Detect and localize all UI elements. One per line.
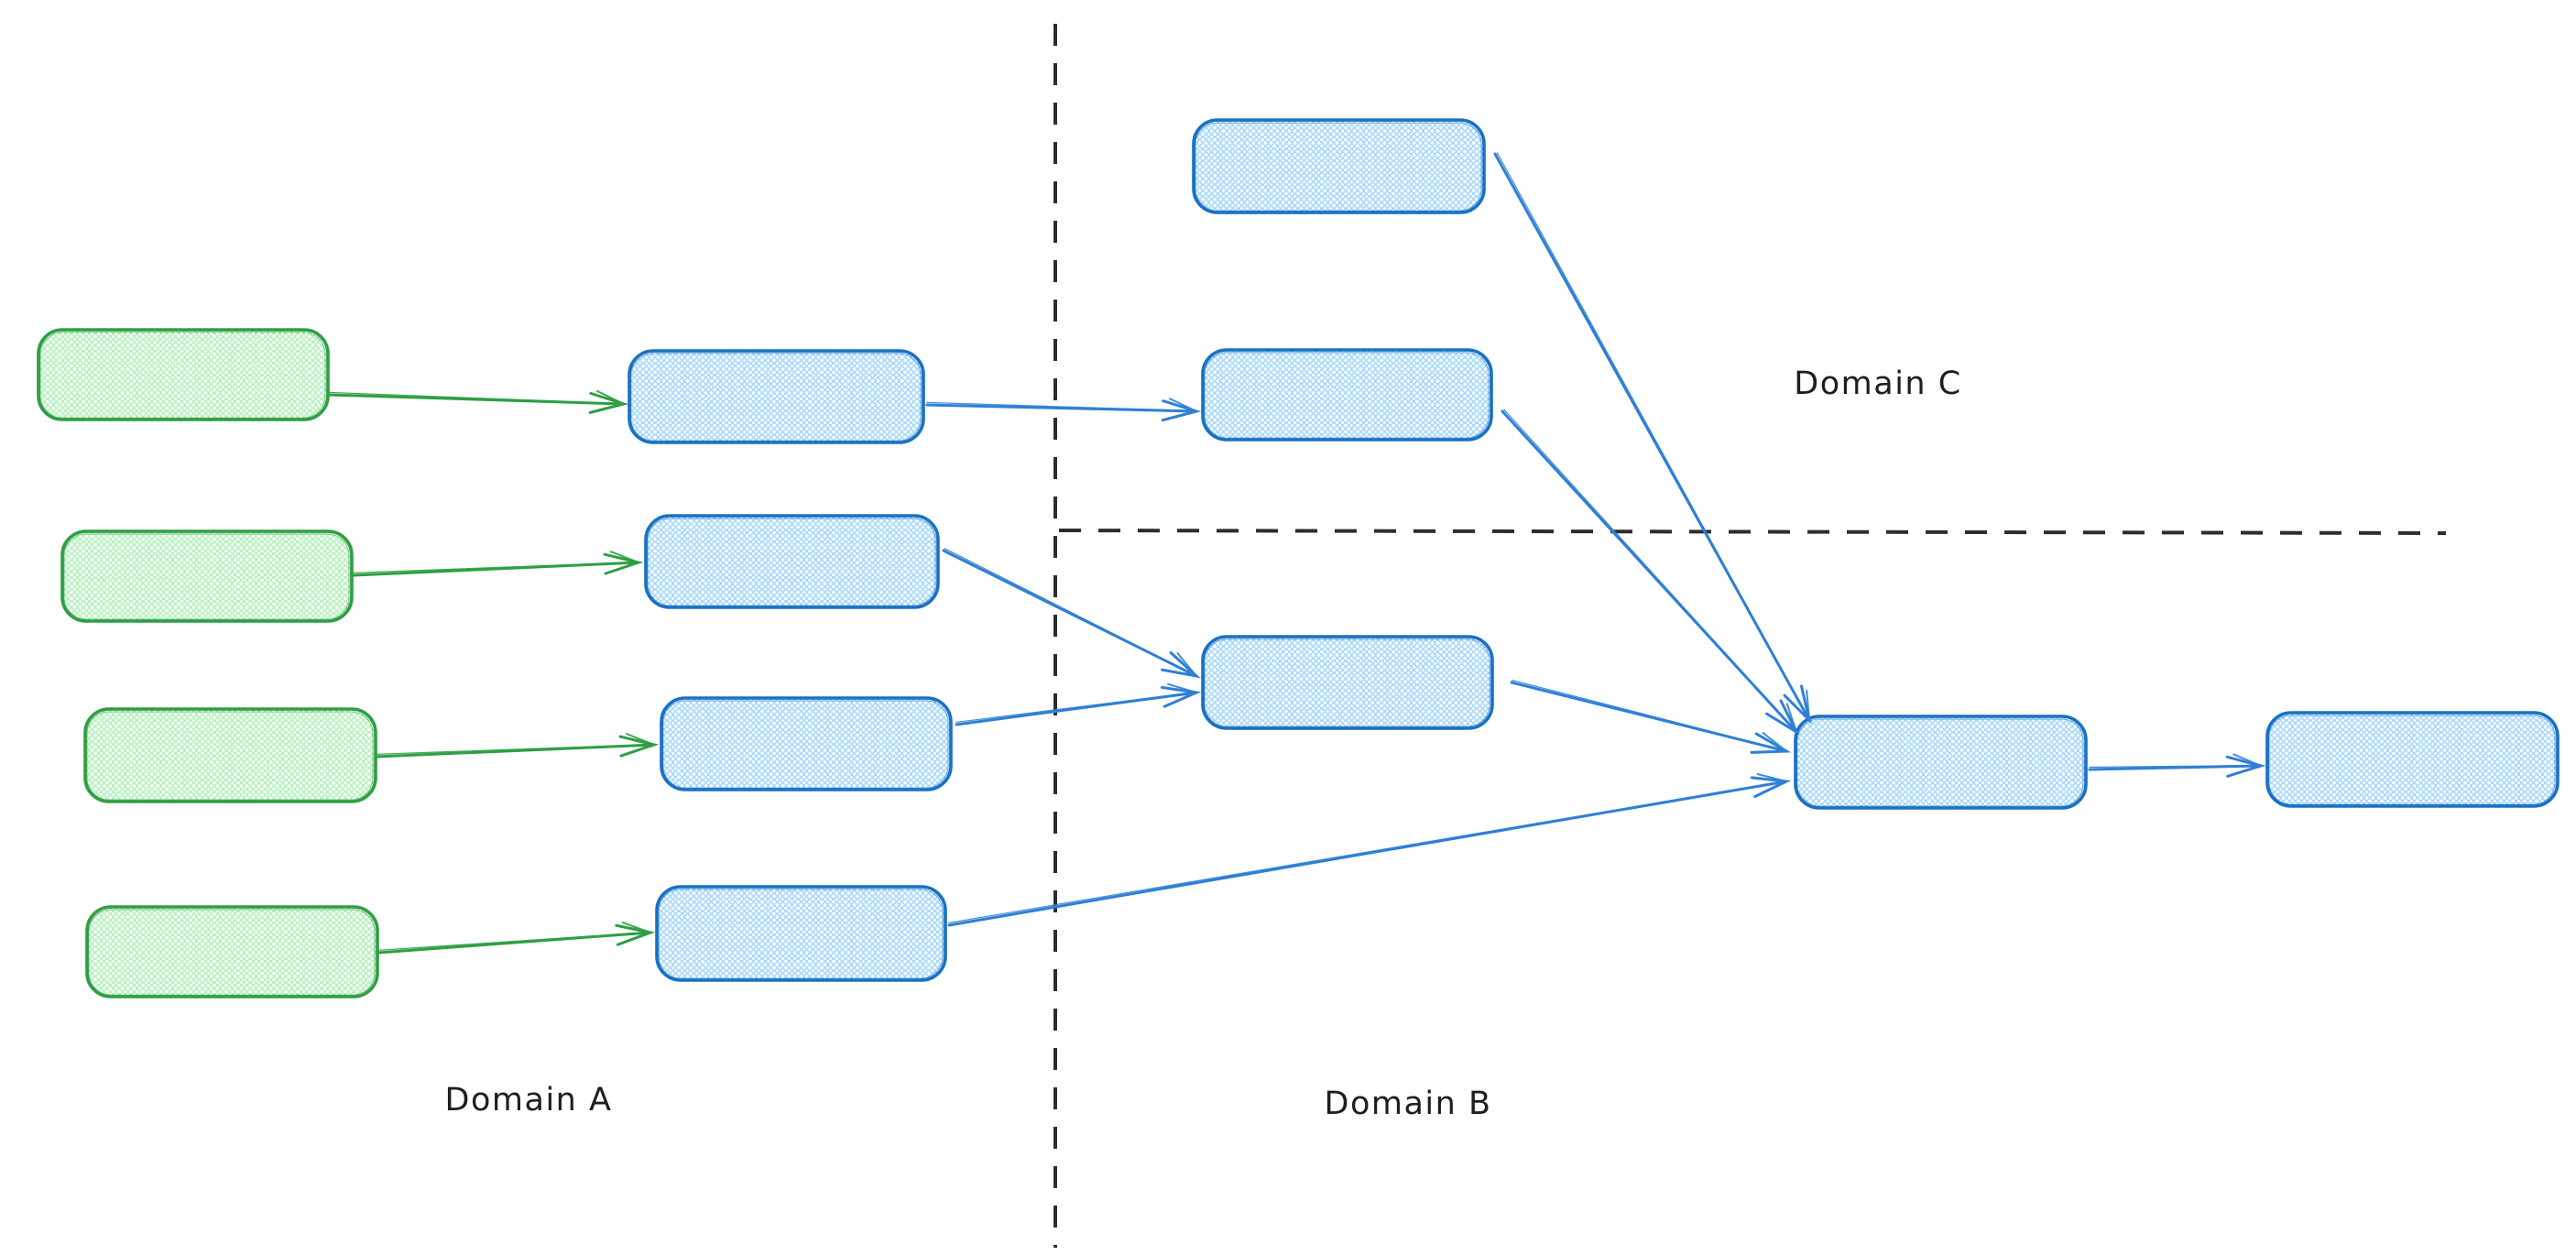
node-source-a3[interactable] <box>83 707 377 803</box>
node-output[interactable] <box>2265 711 2560 808</box>
arrow-domain-c-input-to-aggregator[interactable] <box>1493 152 1812 725</box>
node-sketch-outline <box>1204 638 1490 727</box>
arrow-process-a2-to-stage-b2[interactable] <box>942 548 1201 679</box>
node-sketch-outline <box>662 700 949 789</box>
node-sketch-outline <box>86 711 374 801</box>
arrow-process-a4-to-aggregator[interactable] <box>947 773 1792 927</box>
node-sketch-outline <box>1796 718 2084 807</box>
arrow-source-a4-to-process-a4[interactable] <box>377 922 656 955</box>
node-sketch-outline <box>630 353 922 442</box>
arrow-source-a2-to-process-a2[interactable] <box>352 551 644 577</box>
node-process-a1[interactable] <box>628 349 925 444</box>
node-sketch-outline <box>1195 122 1482 212</box>
node-sketch-outline <box>63 533 350 620</box>
arrow-source-a3-to-process-a3[interactable] <box>375 733 660 758</box>
arrow-process-a3-to-stage-b2[interactable] <box>955 682 1202 726</box>
node-sketch-outline <box>658 889 944 979</box>
node-process-a4[interactable] <box>655 885 947 982</box>
node-sketch-outline <box>1204 352 1490 439</box>
node-stage-b1[interactable] <box>1201 348 1493 442</box>
arrow-process-a1-to-stage-b1[interactable] <box>925 398 1202 422</box>
node-aggregator[interactable] <box>1794 715 2088 810</box>
node-sketch-outline <box>647 518 936 606</box>
node-sketch-outline <box>88 909 376 996</box>
node-process-a2[interactable] <box>644 514 940 609</box>
arrow-stage-b2-to-aggregator[interactable] <box>1510 679 1792 754</box>
node-process-a3[interactable] <box>660 696 953 791</box>
divider-horizontal-c-b[interactable] <box>1058 529 2447 535</box>
node-source-a1[interactable] <box>37 328 330 421</box>
arrow-aggregator-to-output[interactable] <box>2088 753 2266 778</box>
arrow-stage-b1-to-aggregator[interactable] <box>1501 409 1800 737</box>
arrow-source-a1-to-process-a1[interactable] <box>327 389 629 414</box>
node-sketch-outline <box>2268 715 2556 805</box>
node-source-a2[interactable] <box>60 529 354 623</box>
domain-c-label[interactable]: Domain C <box>1794 366 1962 402</box>
domain-a-label[interactable]: Domain A <box>444 1082 613 1119</box>
domain-b-label[interactable]: Domain B <box>1324 1086 1492 1122</box>
node-sketch-outline <box>39 332 326 419</box>
node-source-a4[interactable] <box>85 905 379 999</box>
node-stage-b2[interactable] <box>1201 635 1494 730</box>
node-domain-c-input[interactable] <box>1192 118 1486 214</box>
